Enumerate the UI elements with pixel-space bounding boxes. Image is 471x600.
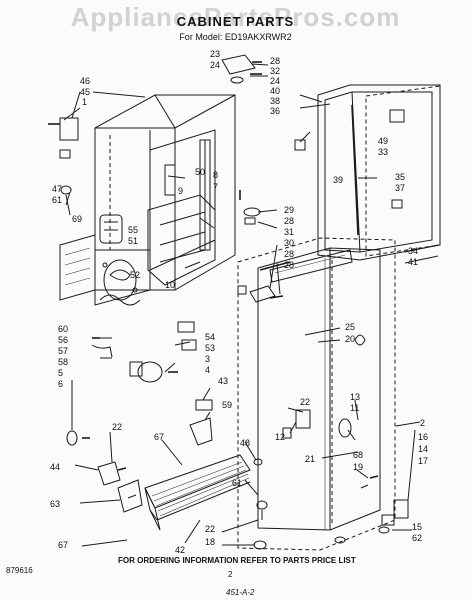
diagram-code: 879616	[6, 566, 33, 575]
callout-53: 51	[128, 236, 138, 246]
toe-grille	[144, 454, 251, 531]
callout-66: 63	[50, 499, 60, 509]
callout-23: 22	[205, 524, 215, 534]
callout-25: 24	[270, 76, 280, 86]
callout-52: 50	[195, 167, 205, 177]
top-hinge-parts	[221, 54, 262, 84]
callout-41: 39	[333, 175, 343, 185]
callout-49: 47	[52, 184, 62, 194]
lower-hinge	[97, 461, 143, 513]
callout-7: 7	[213, 182, 218, 192]
callout-67-bottom: 67	[58, 540, 68, 550]
callout-31: 29	[284, 205, 294, 215]
callout-58: 56	[58, 335, 68, 345]
callout-43: 41	[408, 257, 418, 267]
callout-22-left: 22	[112, 422, 122, 432]
callout-64: 61	[232, 478, 242, 488]
callout-16: 16	[418, 432, 428, 442]
page-number: 2	[228, 570, 233, 579]
callout-15: 15	[412, 522, 422, 532]
callout-13: 13	[350, 392, 360, 402]
callout-17: 17	[418, 456, 428, 466]
callout-30: 28	[284, 216, 294, 226]
callout-47: 45	[80, 87, 90, 97]
callout-67-top: 67	[154, 432, 164, 442]
leader-lines	[63, 63, 439, 547]
callout-2: 2	[420, 418, 425, 428]
callout-21: 21	[305, 454, 315, 464]
callout-56: 54	[205, 332, 215, 342]
callout-59: 57	[58, 346, 68, 356]
callout-27: 23	[210, 49, 220, 59]
callout-29: 28	[284, 249, 294, 259]
callout-24: 25	[345, 322, 355, 332]
callout-12: 12	[275, 432, 285, 442]
callout-69: 69	[72, 214, 82, 224]
callout-38: 36	[270, 106, 280, 116]
watermark: AppliancePartsPros.com	[70, 2, 401, 32]
ordering-note: FOR ORDERING INFORMATION REFER TO PARTS …	[118, 556, 356, 565]
callout-5: 5	[58, 368, 63, 378]
callout-45: 43	[218, 376, 228, 386]
callout-labels: 46 45 1 47 61 69 50 8 7 9 55 51 52 10 23…	[50, 49, 428, 555]
callout-35: 33	[378, 147, 388, 157]
callout-33: 31	[284, 227, 294, 237]
callout-42: 40	[270, 86, 280, 96]
callout-57: 55	[128, 225, 138, 235]
bottom-code: 451-A-2	[226, 588, 255, 597]
callout-44: 42	[175, 545, 185, 555]
callout-50: 48	[240, 438, 250, 448]
callout-36: 34	[408, 246, 418, 256]
callout-40: 38	[270, 96, 280, 106]
callout-9: 9	[178, 186, 183, 196]
callout-63: 61	[52, 195, 62, 205]
callout-4: 4	[205, 365, 210, 375]
callout-3: 3	[205, 354, 210, 364]
callout-65: 62	[412, 533, 422, 543]
callout-51: 49	[378, 136, 388, 146]
small-parts	[66, 321, 213, 446]
hinge-hardware	[237, 190, 284, 303]
callout-19: 19	[353, 462, 363, 472]
callout-39: 37	[395, 183, 405, 193]
hinge-bracket	[48, 117, 79, 195]
door-stop	[294, 139, 306, 151]
cabinet-side-channel	[164, 139, 211, 251]
liner-inner-parts	[253, 334, 379, 550]
left-side-grille-panel	[59, 234, 96, 301]
callout-61: 59	[222, 400, 232, 410]
callout-68: 68	[353, 450, 363, 460]
model-line: For Model: ED19AKXRWR2	[179, 32, 292, 42]
freezer-liner	[237, 237, 396, 551]
callout-28-top: 28	[270, 56, 280, 66]
callout-11: 11	[350, 403, 359, 413]
callout-62: 60	[58, 324, 68, 334]
callout-26: 24	[210, 60, 220, 70]
door-gasket-frame	[365, 85, 441, 257]
callout-55: 53	[205, 343, 215, 353]
callout-6: 6	[58, 379, 63, 389]
diagram-title: CABINET PARTS	[176, 14, 295, 29]
callout-34: 32	[270, 66, 280, 76]
callout-10: 10	[165, 280, 175, 290]
door-frame	[317, 84, 441, 261]
lower-right-door-parts	[378, 499, 409, 534]
callout-8: 8	[213, 170, 218, 180]
callout-1: 1	[82, 97, 87, 107]
callout-54: 52	[130, 270, 140, 280]
callout-37: 35	[395, 172, 405, 182]
callout-14: 14	[418, 444, 428, 454]
callout-46: 44	[50, 462, 60, 472]
callout-60: 58	[58, 357, 68, 367]
callout-48: 46	[80, 76, 90, 86]
callout-20: 20	[345, 334, 355, 344]
callout-22-right: 22	[300, 397, 310, 407]
wire-harness	[99, 214, 141, 306]
callout-18: 18	[205, 537, 215, 547]
callout-28-mid: 28	[284, 260, 294, 270]
callout-32: 30	[284, 238, 294, 248]
